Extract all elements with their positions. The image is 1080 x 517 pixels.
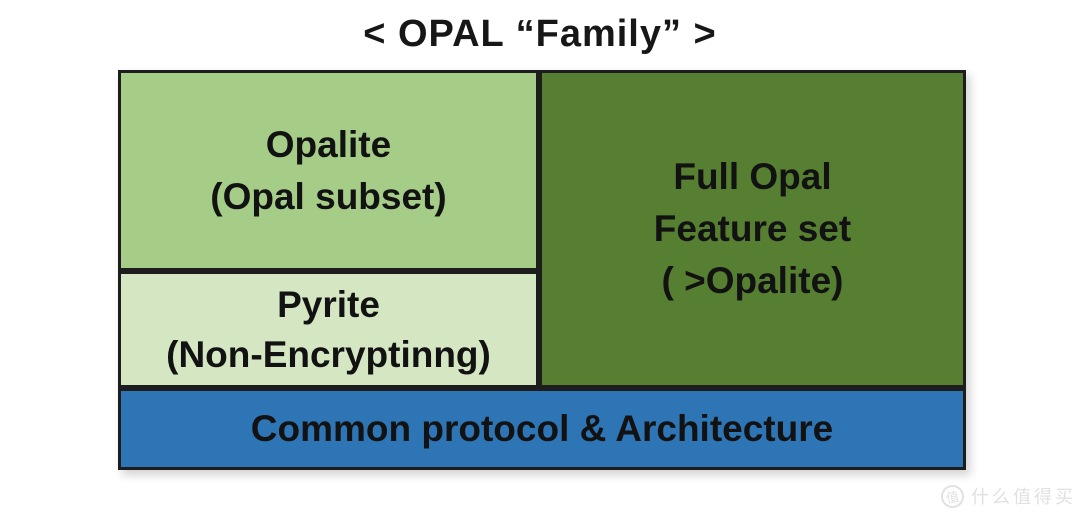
- diagram-title: < OPAL “Family” >: [363, 13, 717, 55]
- opal-family-diagram: Opalite (Opal subset) Pyrite (Non-Encryp…: [118, 70, 966, 470]
- smzdm-watermark-text: 什么值得买: [971, 487, 1076, 507]
- pyrite-box: Pyrite (Non-Encryptinng): [118, 271, 539, 388]
- pyrite-label-line1: Pyrite: [277, 283, 380, 325]
- opalite-box: Opalite (Opal subset): [118, 70, 539, 271]
- full-opal-label-line2: Feature set: [653, 208, 852, 249]
- pyrite-label-line2: (Non-Encryptinng): [166, 333, 491, 375]
- full-opal-box: Full Opal Feature set ( >Opalite): [539, 70, 966, 388]
- common-protocol-box: Common protocol & Architecture: [118, 388, 966, 470]
- common-protocol-label: Common protocol & Architecture: [250, 408, 834, 449]
- opalite-label-line1: Opalite: [265, 123, 392, 165]
- smzdm-logo-icon: 值: [939, 482, 966, 510]
- smzdm-watermark: 值 什么值得买: [939, 482, 1076, 510]
- opalite-label-line2: (Opal subset): [210, 175, 447, 217]
- full-opal-label-line1: Full Opal: [673, 156, 832, 197]
- full-opal-label-line3: ( >Opalite): [661, 260, 844, 301]
